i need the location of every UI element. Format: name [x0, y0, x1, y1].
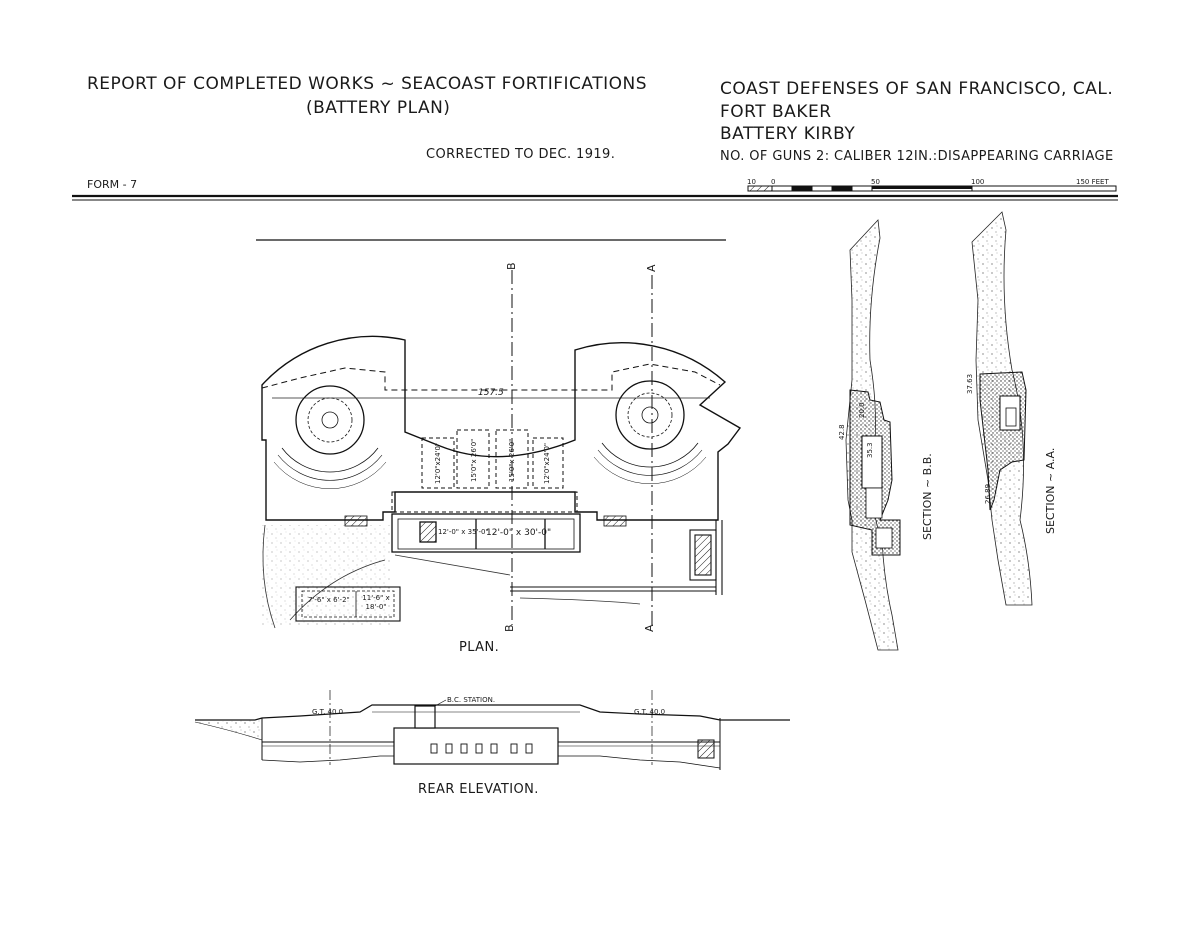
rear-elevation-label: REAR ELEVATION.: [418, 782, 539, 797]
emplacement-outline: [261, 335, 742, 521]
scale-label-150: 150 FEET: [1076, 178, 1109, 186]
room-label-3: 15'0"x 26'0": [508, 438, 516, 482]
plan-label: PLAN.: [459, 640, 500, 655]
bb-elevation-42: 42.8: [838, 424, 846, 440]
scale-label-0: 0: [771, 178, 776, 186]
bb-elevation-20: 20.0: [858, 402, 866, 418]
outbuilding: [295, 586, 401, 622]
scale-label-100: 100: [971, 178, 985, 186]
scale-bar: [747, 185, 1117, 192]
scale-label-50: 50: [871, 178, 880, 186]
rear-elevation: [194, 690, 790, 770]
section-mark-a-bottom: A: [643, 624, 656, 632]
section-mark-b-top: B: [505, 262, 518, 270]
section-aa: [971, 211, 1033, 606]
dimension-157: 157.5: [478, 388, 504, 398]
section-aa-label: SECTION ~ A.A.: [1044, 447, 1057, 534]
aa-elevation-26: 26.89: [984, 483, 992, 504]
gt-left-label: G.T. 40.0: [312, 708, 344, 716]
scale-label-10: 10: [747, 178, 756, 186]
battery-name: BATTERY KIRBY: [720, 124, 856, 144]
room-label-1: 12'0"x24'0": [434, 442, 442, 484]
section-mark-a-top: A: [645, 264, 658, 272]
section-mark-b-bottom: B: [503, 624, 516, 632]
section-cut-lines: [511, 270, 653, 625]
bc-station-label: B.C. STATION.: [447, 696, 496, 704]
report-subtitle: (BATTERY PLAN): [306, 98, 451, 118]
section-bb-label: SECTION ~ B.B.: [921, 453, 934, 540]
stairs: [344, 515, 627, 527]
outbuilding-label-1: 7'-6" x 6'-2": [308, 596, 350, 604]
fort-name: FORT BAKER: [720, 102, 832, 122]
gun-pit-right: [593, 380, 707, 484]
form-number: FORM - 7: [87, 178, 138, 191]
gun-pit-left: [273, 385, 387, 489]
room-label-2: 15'0"x 26'0": [470, 438, 478, 482]
gt-right-label: G.T. 40.0: [634, 708, 666, 716]
guns-caliber: NO. OF GUNS 2: CALIBER 12IN.:DISAPPEARIN…: [720, 149, 1114, 164]
bb-elevation-35: 35.3: [866, 442, 874, 458]
corrected-date: CORRECTED TO DEC. 1919.: [426, 147, 616, 162]
lower-rooms: [391, 513, 581, 553]
report-title: REPORT OF COMPLETED WORKS ~ SEACOAST FOR…: [87, 74, 648, 94]
outbuilding-label-2: 11'-6" x 18'-0": [362, 594, 390, 611]
lower-room-label-1: 12'-0" x 35'-0": [438, 528, 489, 536]
room-label-4: 12'0"x24'0": [543, 442, 551, 484]
lower-room-label-2: 12'-0" x 30'-0": [486, 528, 552, 538]
section-bb: [845, 219, 901, 651]
aa-elevation-37: 37.63: [966, 373, 974, 394]
coast-defenses-title: COAST DEFENSES OF SAN FRANCISCO, CAL.: [720, 79, 1114, 99]
magazine-rooms: [391, 429, 578, 513]
